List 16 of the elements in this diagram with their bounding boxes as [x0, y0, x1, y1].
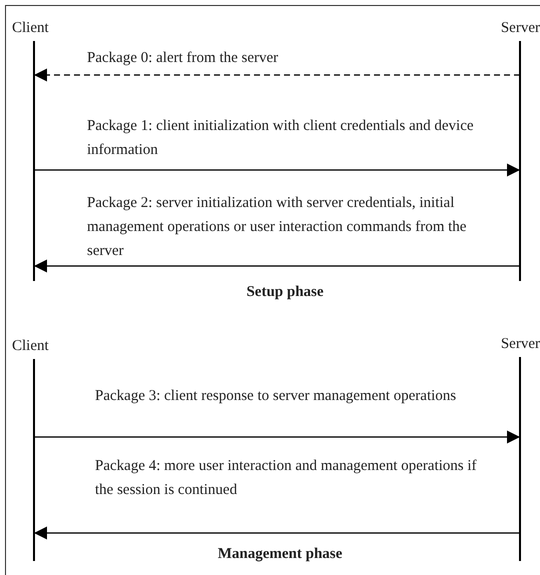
- participant-label: Client: [12, 337, 49, 355]
- message-label: Package 0: alert from the server: [87, 49, 280, 68]
- message-label: Package 2: server initialization with server credentials, initial management operations or user interaction commands from the server: [87, 194, 468, 261]
- participant-label: Client: [12, 19, 49, 37]
- message-arrow: [34, 164, 520, 176]
- phase-label: Management phase: [218, 546, 342, 563]
- message-arrow: [34, 430, 520, 444]
- participant-label: Server: [500, 335, 540, 353]
- message-label: Package 1: client initialization with client credentials and device information: [87, 117, 475, 160]
- phase-label: Setup phase: [246, 284, 324, 301]
- message-arrow: [34, 68, 520, 82]
- message-arrow: [34, 526, 520, 540]
- message-label: Package 4: more user interaction and management operations if the session is continued: [95, 457, 478, 500]
- participant-label: Server: [500, 19, 540, 37]
- message-arrow: [34, 260, 520, 272]
- message-label: Package 3: client response to server management operations: [95, 387, 458, 406]
